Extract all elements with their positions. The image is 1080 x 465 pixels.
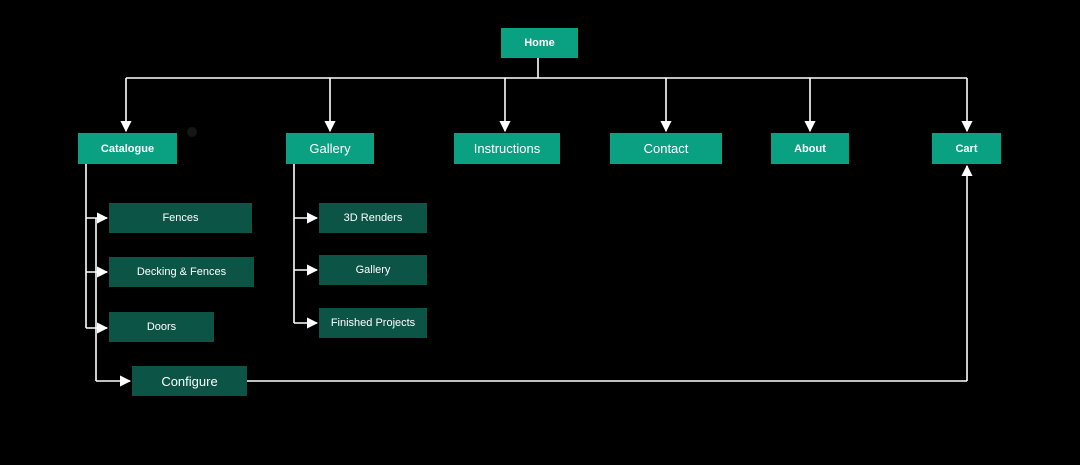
cart-node[interactable]: Cart [932, 133, 1001, 164]
home-node[interactable]: Home [501, 28, 578, 58]
about-node[interactable]: About [771, 133, 849, 164]
3d-renders-node[interactable]: 3D Renders [319, 203, 427, 233]
catalogue-node[interactable]: Catalogue [78, 133, 177, 164]
decking-fences-node[interactable]: Decking & Fences [109, 257, 254, 287]
gallery-node[interactable]: Gallery [286, 133, 374, 164]
contact-node[interactable]: Contact [610, 133, 722, 164]
configure-node[interactable]: Configure [132, 366, 247, 396]
doors-node[interactable]: Doors [109, 312, 214, 342]
fences-node[interactable]: Fences [109, 203, 252, 233]
finished-projects-node[interactable]: Finished Projects [319, 308, 427, 338]
gallery-subpage-node[interactable]: Gallery [319, 255, 427, 285]
instructions-node[interactable]: Instructions [454, 133, 560, 164]
decorative-dot [187, 127, 197, 137]
